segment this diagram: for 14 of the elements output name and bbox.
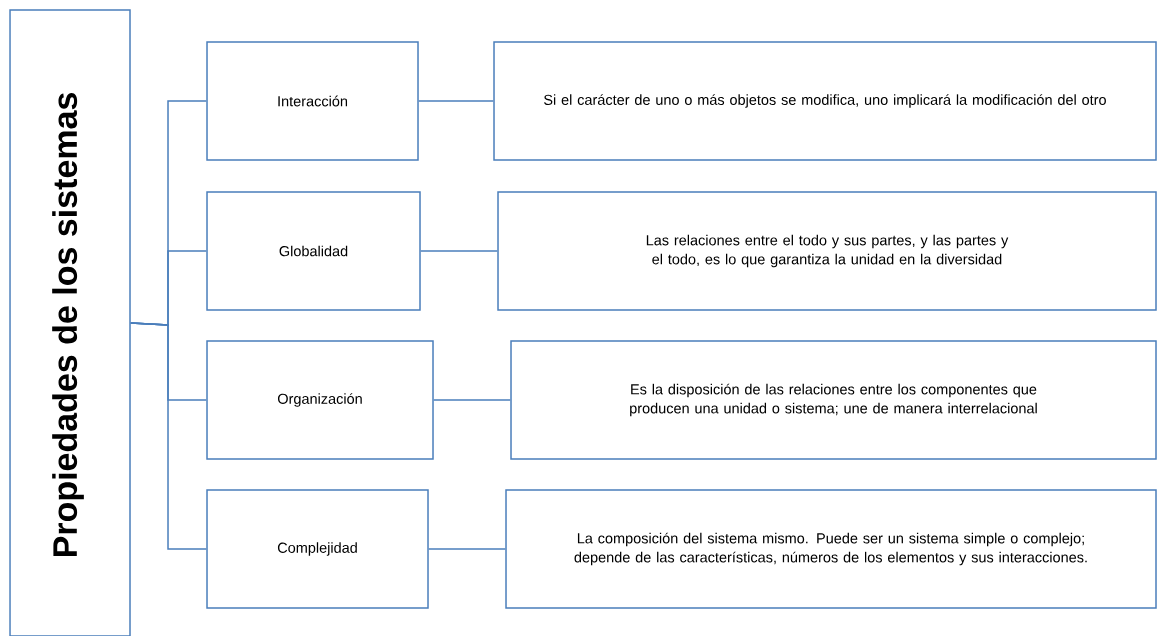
description-box: Es la disposición de las relaciones entre los componentes que producen una unidad o sistema; une de manera interrelacional [510,340,1157,460]
property-box: Complejidad [206,489,429,609]
connector-line [433,399,511,401]
connector-line [130,322,207,550]
title-box: Propiedades de los sistemas [9,9,131,636]
property-box: Globalidad [206,191,421,311]
description-box: Las relaciones entre el todo y sus partes, y las partes y el todo, es lo que garantiza la unidad en la diversidad [497,191,1157,311]
property-box: Interacción [206,41,419,161]
description-box: La composición del sistema mismo. Puede ser un sistema simple o complejo; depende de las características, números de los elementos y sus interacciones. [505,489,1157,609]
connector-line [418,100,494,102]
description-box: Si el carácter de uno o más objetos se modifica, uno implicará la modificación del otro [493,41,1157,161]
property-box: Organización [206,340,434,460]
connector-line [420,250,498,252]
connector-line [428,548,506,550]
